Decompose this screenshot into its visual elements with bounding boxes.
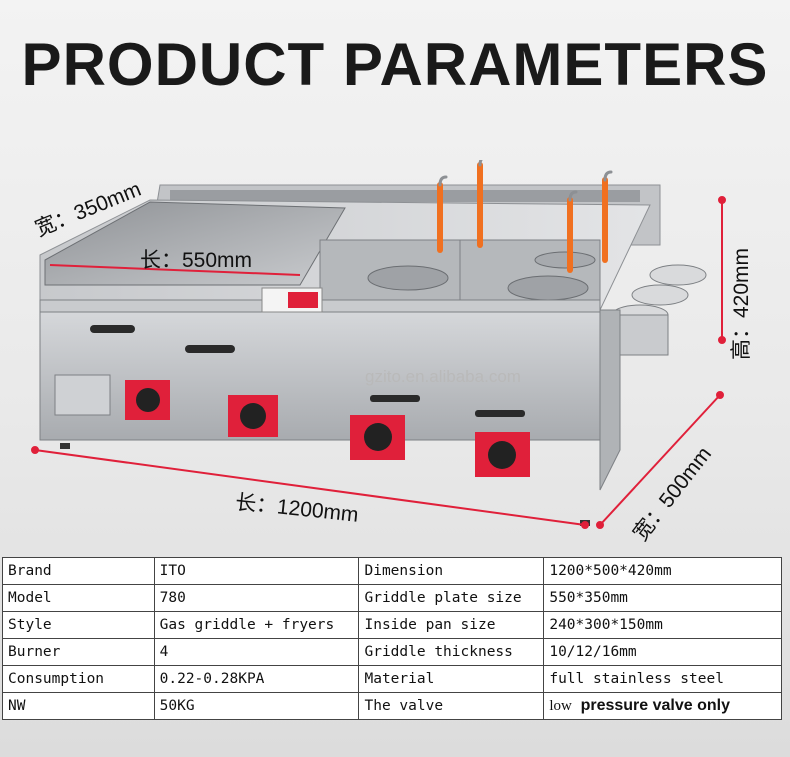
table-row: Consumption 0.22-0.28KPA Material full s…	[2, 665, 782, 693]
griddle-length-label: 长：550mm	[140, 249, 253, 272]
specs-table: Brand ITO Dimension 1200*500*420mm Model…	[2, 557, 782, 720]
spec-value: 550*350mm	[543, 584, 782, 612]
spec-value: Gas griddle + fryers	[153, 611, 360, 639]
valve-strong: pressure valve only	[580, 697, 730, 714]
spec-value: 50KG	[153, 692, 360, 720]
table-row: Model 780 Griddle plate size 550*350mm	[2, 584, 782, 612]
table-row: Burner 4 Griddle thickness 10/12/16mm	[2, 638, 782, 666]
table-row: Style Gas griddle + fryers Inside pan si…	[2, 611, 782, 639]
spec-label: Burner	[2, 638, 155, 666]
page-title: PRODUCT PARAMETERS	[21, 31, 769, 98]
spec-label: Griddle plate size	[358, 584, 545, 612]
side-panel	[599, 309, 621, 491]
spec-value: low pressure valve only	[543, 692, 782, 720]
table-row: Brand ITO Dimension 1200*500*420mm	[2, 557, 782, 585]
drip-tray	[54, 374, 111, 416]
spec-value: ITO	[153, 557, 360, 585]
spec-label: The valve	[358, 692, 545, 720]
spec-label: NW	[2, 692, 155, 720]
spec-label: Model	[2, 584, 155, 612]
spec-label: Material	[358, 665, 545, 693]
spec-label: Inside pan size	[358, 611, 545, 639]
brand-badge	[261, 287, 323, 313]
spec-value: 1200*500*420mm	[543, 557, 782, 585]
valve-prefix: low	[549, 698, 572, 714]
spec-value: full stainless steel	[543, 665, 782, 693]
product-photo	[31, 160, 726, 529]
height-label: 高：420mm	[730, 247, 753, 360]
spec-label: Griddle thickness	[358, 638, 545, 666]
spec-value: 10/12/16mm	[543, 638, 782, 666]
spec-value: 780	[153, 584, 360, 612]
dimension-lines	[31, 196, 726, 529]
spec-label: Brand	[2, 557, 155, 585]
spec-label: Dimension	[358, 557, 545, 585]
control-knobs	[125, 380, 530, 477]
vents	[90, 325, 525, 417]
spec-label: Consumption	[2, 665, 155, 693]
spec-label: Style	[2, 611, 155, 639]
fryer-tank-left	[319, 239, 461, 306]
spec-value: 240*300*150mm	[543, 611, 782, 639]
table-row: NW 50KG The valve low pressure valve onl…	[2, 692, 782, 720]
spec-value: 0.22-0.28KPA	[153, 665, 360, 693]
basket-handles	[437, 160, 613, 273]
watermark: gzito.en.alibaba.com	[365, 367, 521, 386]
fryer-tank-right	[459, 239, 601, 306]
side-cups	[611, 264, 707, 356]
spec-value: 4	[153, 638, 360, 666]
